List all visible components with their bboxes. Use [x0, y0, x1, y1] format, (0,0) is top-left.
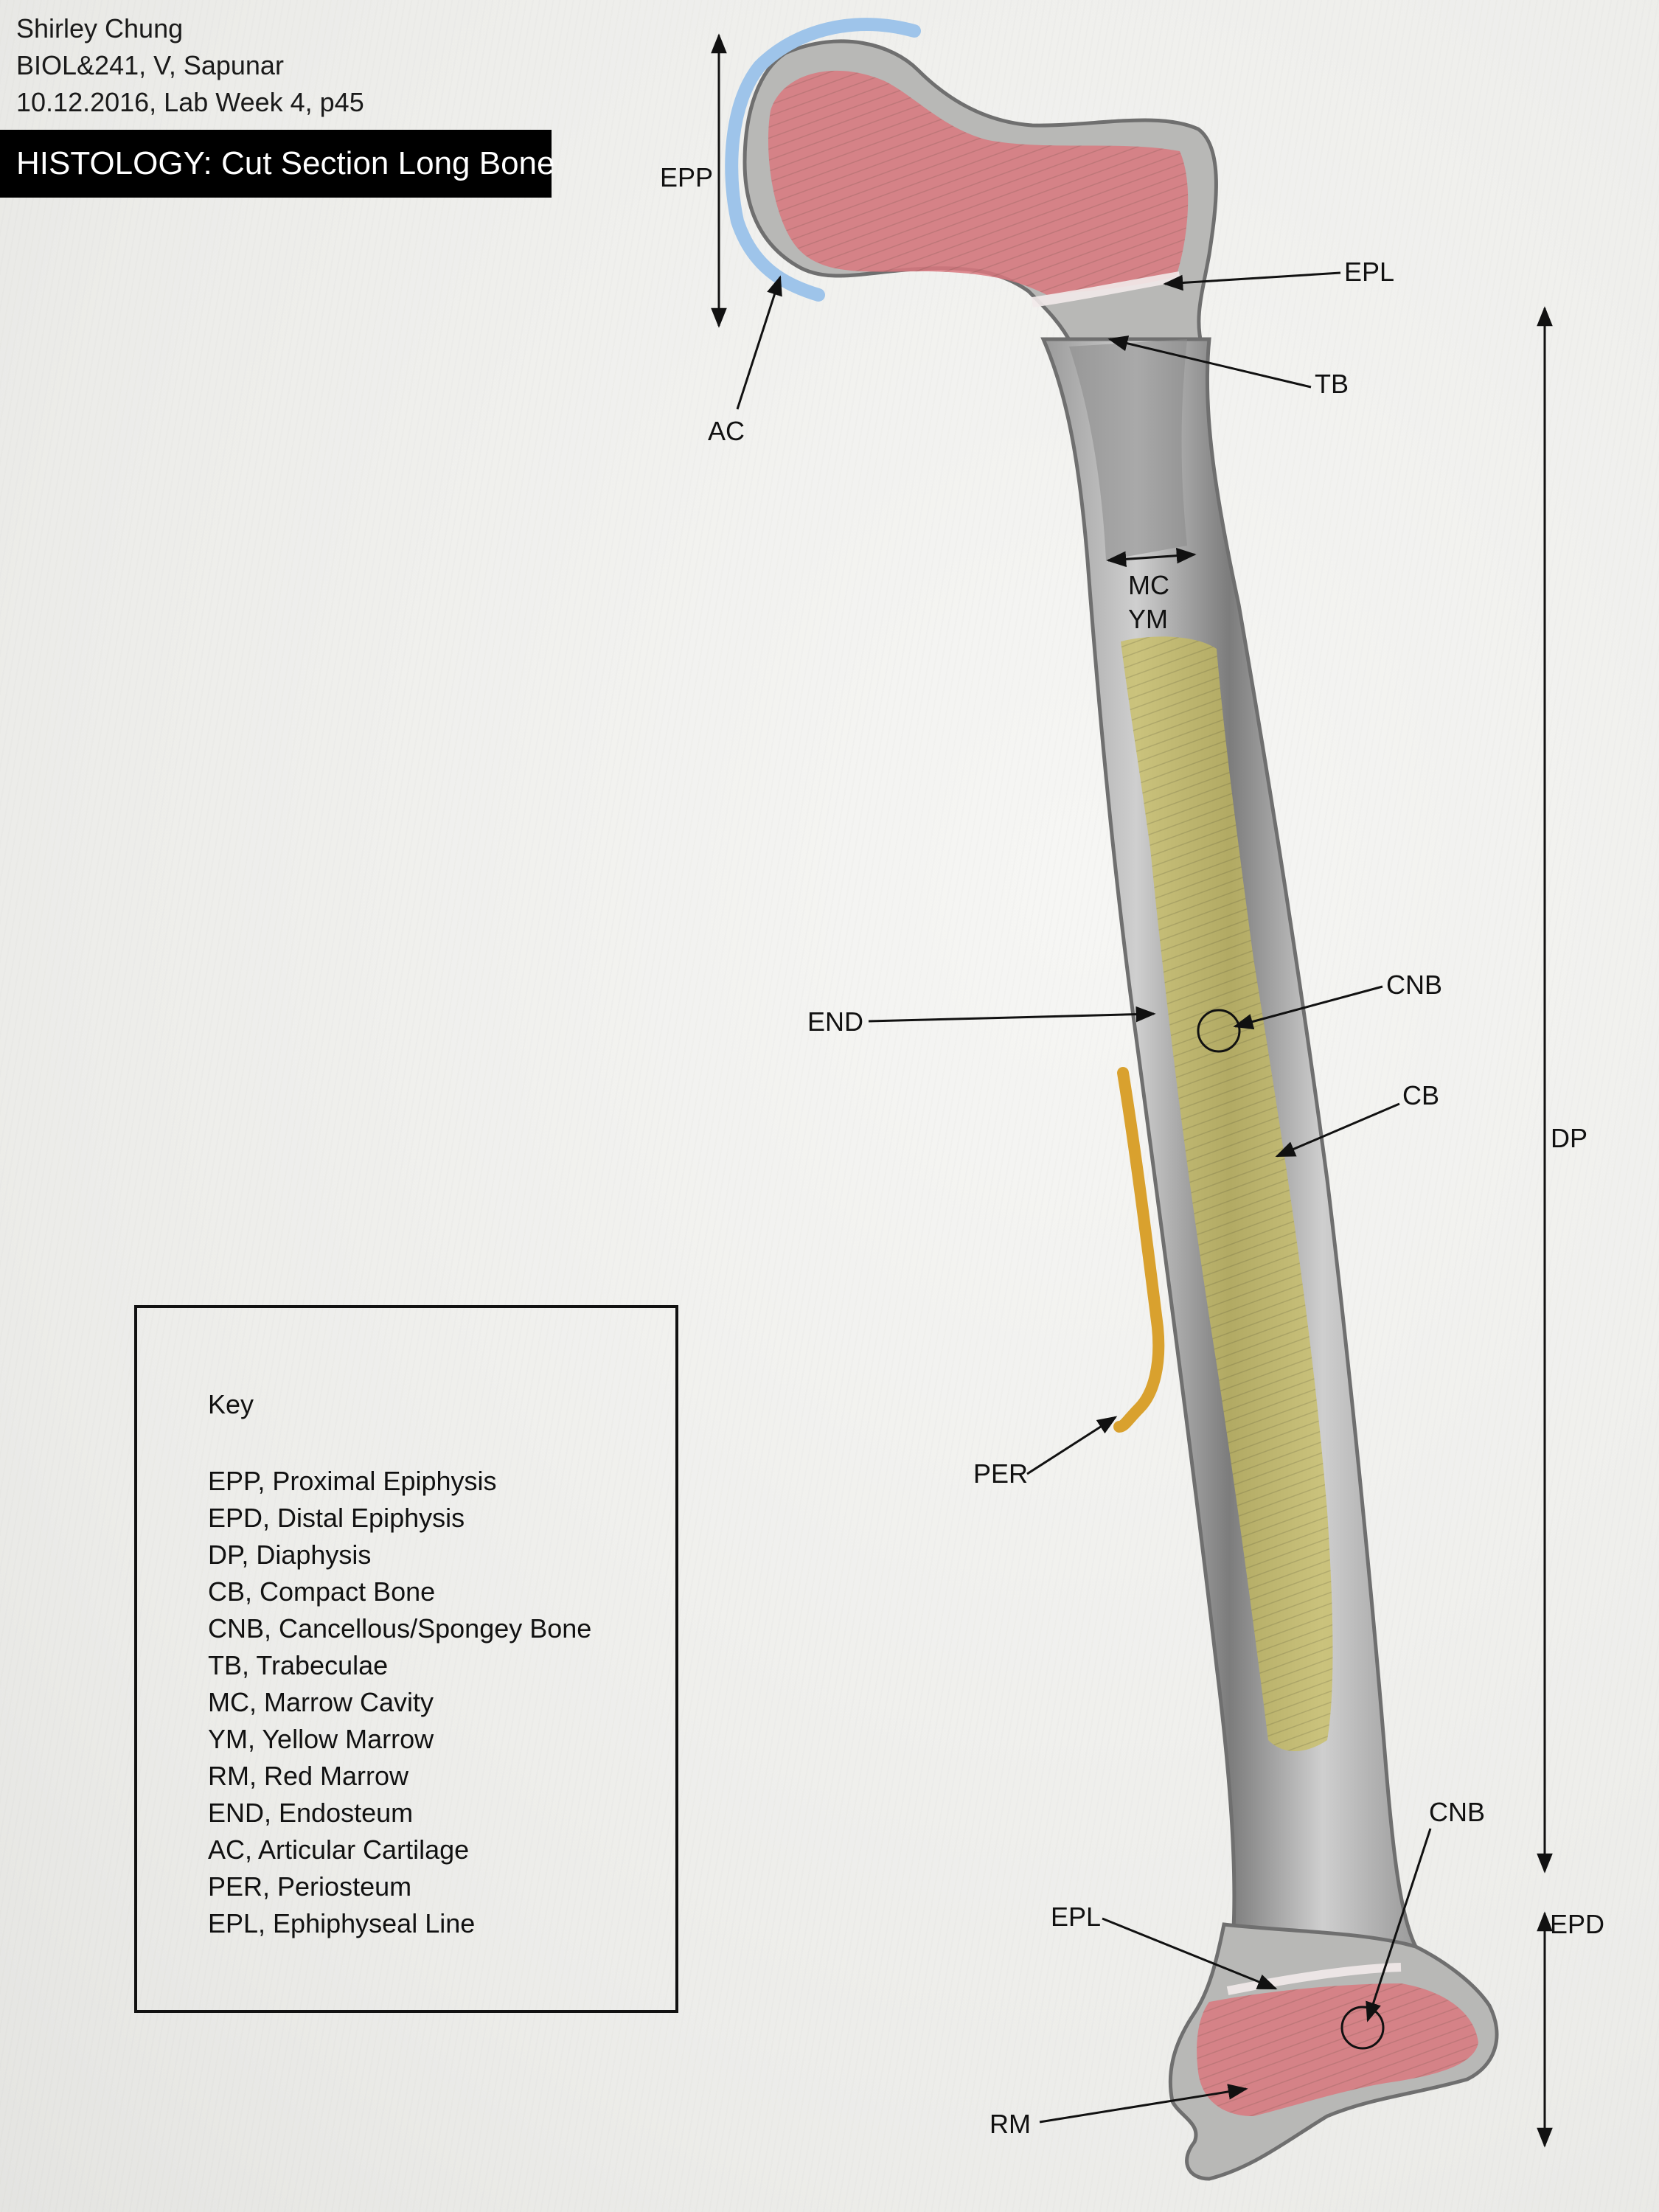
rm-arrow	[1039, 2084, 1248, 2124]
label-epd: EPD	[1550, 1909, 1604, 1939]
label-epl-top: EPL	[1344, 257, 1394, 287]
label-epl-bottom: EPL	[1051, 1902, 1101, 1932]
label-dp: DP	[1551, 1123, 1587, 1153]
key-item: TB, Trabeculae	[208, 1650, 389, 1680]
articular-cartilage	[725, 18, 921, 302]
key-item: CNB, Cancellous/Spongey Bone	[208, 1613, 592, 1644]
author-header: Shirley Chung BIOL&241, V, Sapunar 10.12…	[16, 10, 364, 121]
cb-arrow	[1275, 1102, 1400, 1158]
key-title: Key	[208, 1389, 254, 1419]
label-epp: EPP	[660, 162, 713, 192]
trabeculae-region	[1069, 339, 1187, 560]
key-item: PER, Periosteum	[208, 1871, 412, 1902]
label-per: PER	[973, 1458, 1028, 1489]
key-item: EPD, Distal Epiphysis	[208, 1503, 465, 1533]
label-end: END	[807, 1006, 863, 1037]
cnb-mid-arrow	[1233, 985, 1383, 1030]
mc-dimension-arrow	[1106, 547, 1197, 568]
key-item: EPP, Proximal Epiphysis	[208, 1466, 497, 1496]
key-item: DP, Diaphysis	[208, 1540, 372, 1570]
epiphyseal-line-distal	[1226, 1963, 1402, 1995]
label-cnb-mid: CNB	[1386, 970, 1442, 1000]
cnb-bottom-arrow	[1366, 1828, 1432, 2023]
label-cb: CB	[1402, 1080, 1439, 1110]
red-marrow-proximal-texture	[768, 70, 1189, 295]
label-cnb-bottom: CNB	[1429, 1797, 1485, 1827]
key-item: RM, Red Marrow	[208, 1761, 409, 1791]
key-item: EPL, Ephiphyseal Line	[208, 1908, 476, 1938]
end-arrow	[868, 1006, 1156, 1023]
key-legend: Key EPP, Proximal Epiphysis EPD, Distal …	[134, 1305, 678, 2013]
label-ym: YM	[1128, 604, 1168, 634]
epl-bottom-arrow	[1102, 1917, 1278, 1990]
per-arrow	[1026, 1416, 1118, 1475]
label-ac: AC	[708, 416, 745, 446]
periosteum	[1113, 1067, 1165, 1433]
key-item: YM, Yellow Marrow	[208, 1724, 434, 1754]
cnb-circle-mid	[1197, 1009, 1241, 1053]
ac-arrow	[736, 275, 782, 410]
key-item: AC, Articular Cartilage	[208, 1834, 470, 1865]
yellow-marrow-texture	[1121, 636, 1333, 1752]
label-mc: MC	[1128, 570, 1169, 600]
cnb-circle-bottom	[1340, 2006, 1385, 2050]
date-info: 10.12.2016, Lab Week 4, p45	[16, 87, 364, 117]
label-rm: RM	[990, 2109, 1031, 2139]
tb-arrow	[1107, 335, 1312, 389]
page-title: HISTOLOGY: Cut Section Long Bone	[0, 130, 555, 198]
key-item: END, Endosteum	[208, 1798, 414, 1828]
course-info: BIOL&241, V, Sapunar	[16, 50, 284, 80]
key-item: MC, Marrow Cavity	[208, 1687, 434, 1717]
epl-top-arrow	[1163, 271, 1341, 291]
label-tb: TB	[1315, 369, 1349, 399]
key-list: EPP, Proximal Epiphysis EPD, Distal Epip…	[208, 1463, 591, 1942]
key-item: CB, Compact Bone	[208, 1576, 436, 1607]
author-name: Shirley Chung	[16, 13, 184, 44]
red-marrow-distal-texture	[1197, 1983, 1478, 2116]
